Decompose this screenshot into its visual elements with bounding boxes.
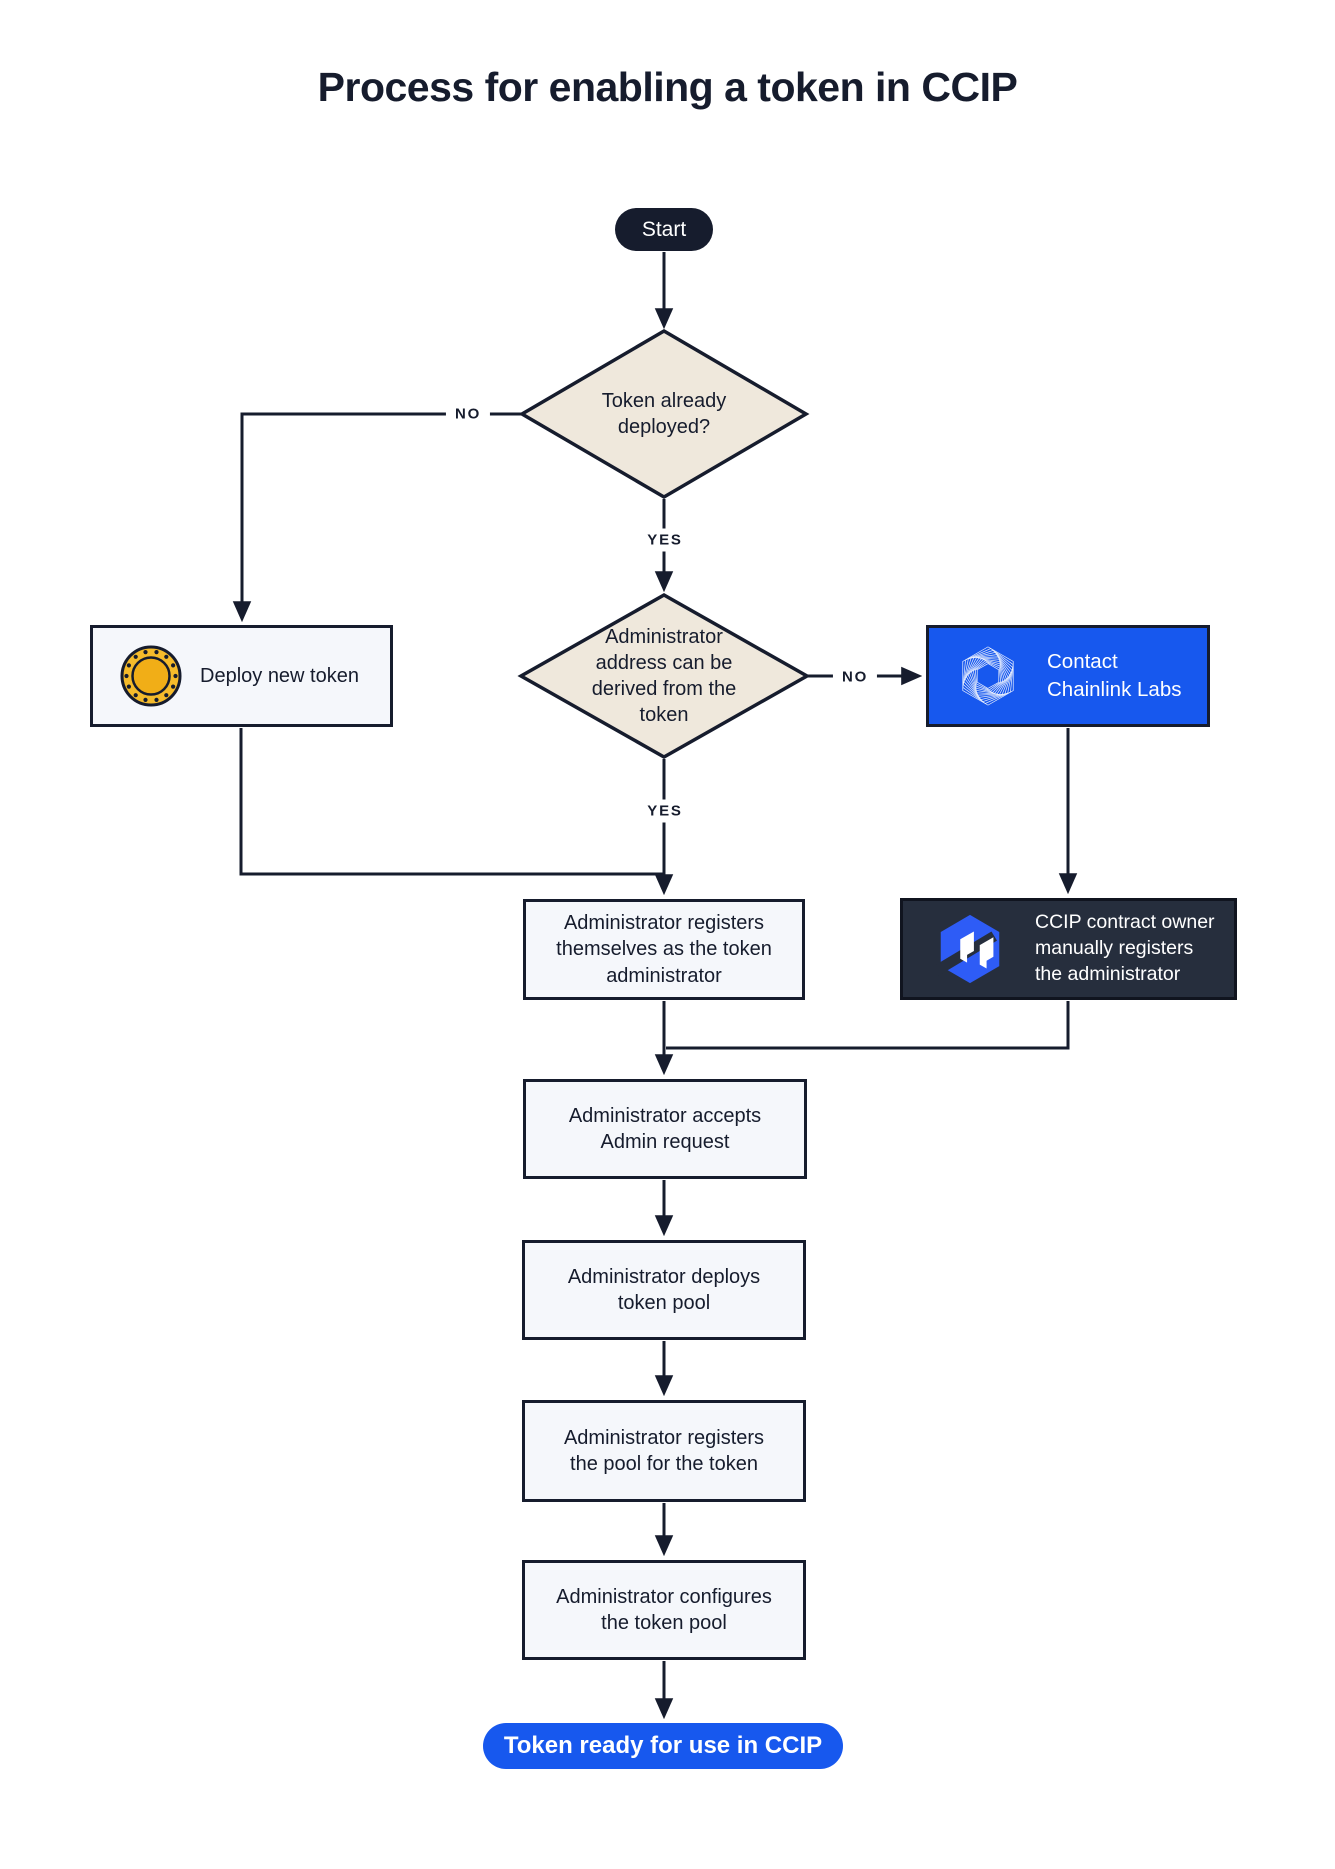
- decision-admin-address-shape: [517, 592, 811, 760]
- deploy-pool-node: Administrator deploys token pool: [522, 1240, 806, 1340]
- chainlink-labs-logo: [960, 645, 1016, 707]
- configure-pool-node: Administrator configures the token pool: [522, 1560, 806, 1660]
- deploy-pool-label: Administrator deploys token pool: [567, 1265, 761, 1314]
- decision-token-deployed-shape: [518, 328, 810, 500]
- edge-deploy-to-merge: [239, 728, 663, 876]
- ccip-logo: [932, 914, 1000, 984]
- end-node: Token ready for use in CCIP: [483, 1723, 843, 1769]
- manual-register-node: CCIP contract owner manually registers t…: [900, 898, 1237, 1000]
- deploy-new-token-label: Deploy new token: [200, 664, 359, 687]
- edge-label-no-token-deployed: NO: [445, 402, 491, 426]
- contact-chainlink-node: Contact Chainlink Labs: [926, 625, 1210, 727]
- register-self-node: Administrator registers themselves as th…: [523, 899, 805, 1000]
- configure-pool-label: Administrator configures the token pool: [556, 1585, 772, 1634]
- edge-decision1-no-to-deploy: [232, 412, 522, 623]
- register-self-label: Administrator registers themselves as th…: [556, 911, 772, 987]
- coin-icon: [120, 645, 182, 707]
- page-title: Process for enabling a token in CCIP: [317, 64, 1018, 110]
- edge-label-yes-token-deployed: YES: [638, 528, 692, 552]
- register-pool-node: Administrator registers the pool for the…: [522, 1400, 806, 1502]
- accept-request-label: Administrator accepts Admin request: [568, 1104, 762, 1153]
- start-node: Start: [615, 208, 713, 251]
- edge-label-yes-admin-address: YES: [638, 799, 692, 823]
- contact-chainlink-label: Contact Chainlink Labs: [1047, 650, 1182, 701]
- end-label: Token ready for use in CCIP: [503, 1732, 823, 1759]
- edge-manual-to-merge: [666, 1001, 1070, 1050]
- edge-label-no-admin-address: NO: [832, 665, 878, 689]
- register-pool-label: Administrator registers the pool for the…: [563, 1426, 765, 1475]
- start-label: Start: [641, 217, 687, 241]
- decision-admin-address: Administrator address can be derived fro…: [591, 626, 737, 726]
- decision-token-deployed: Token already deployed?: [601, 390, 727, 438]
- accept-request-node: Administrator accepts Admin request: [523, 1079, 807, 1179]
- manual-register-label: CCIP contract owner manually registers t…: [1035, 911, 1215, 985]
- deploy-new-token-node: Deploy new token: [90, 625, 393, 727]
